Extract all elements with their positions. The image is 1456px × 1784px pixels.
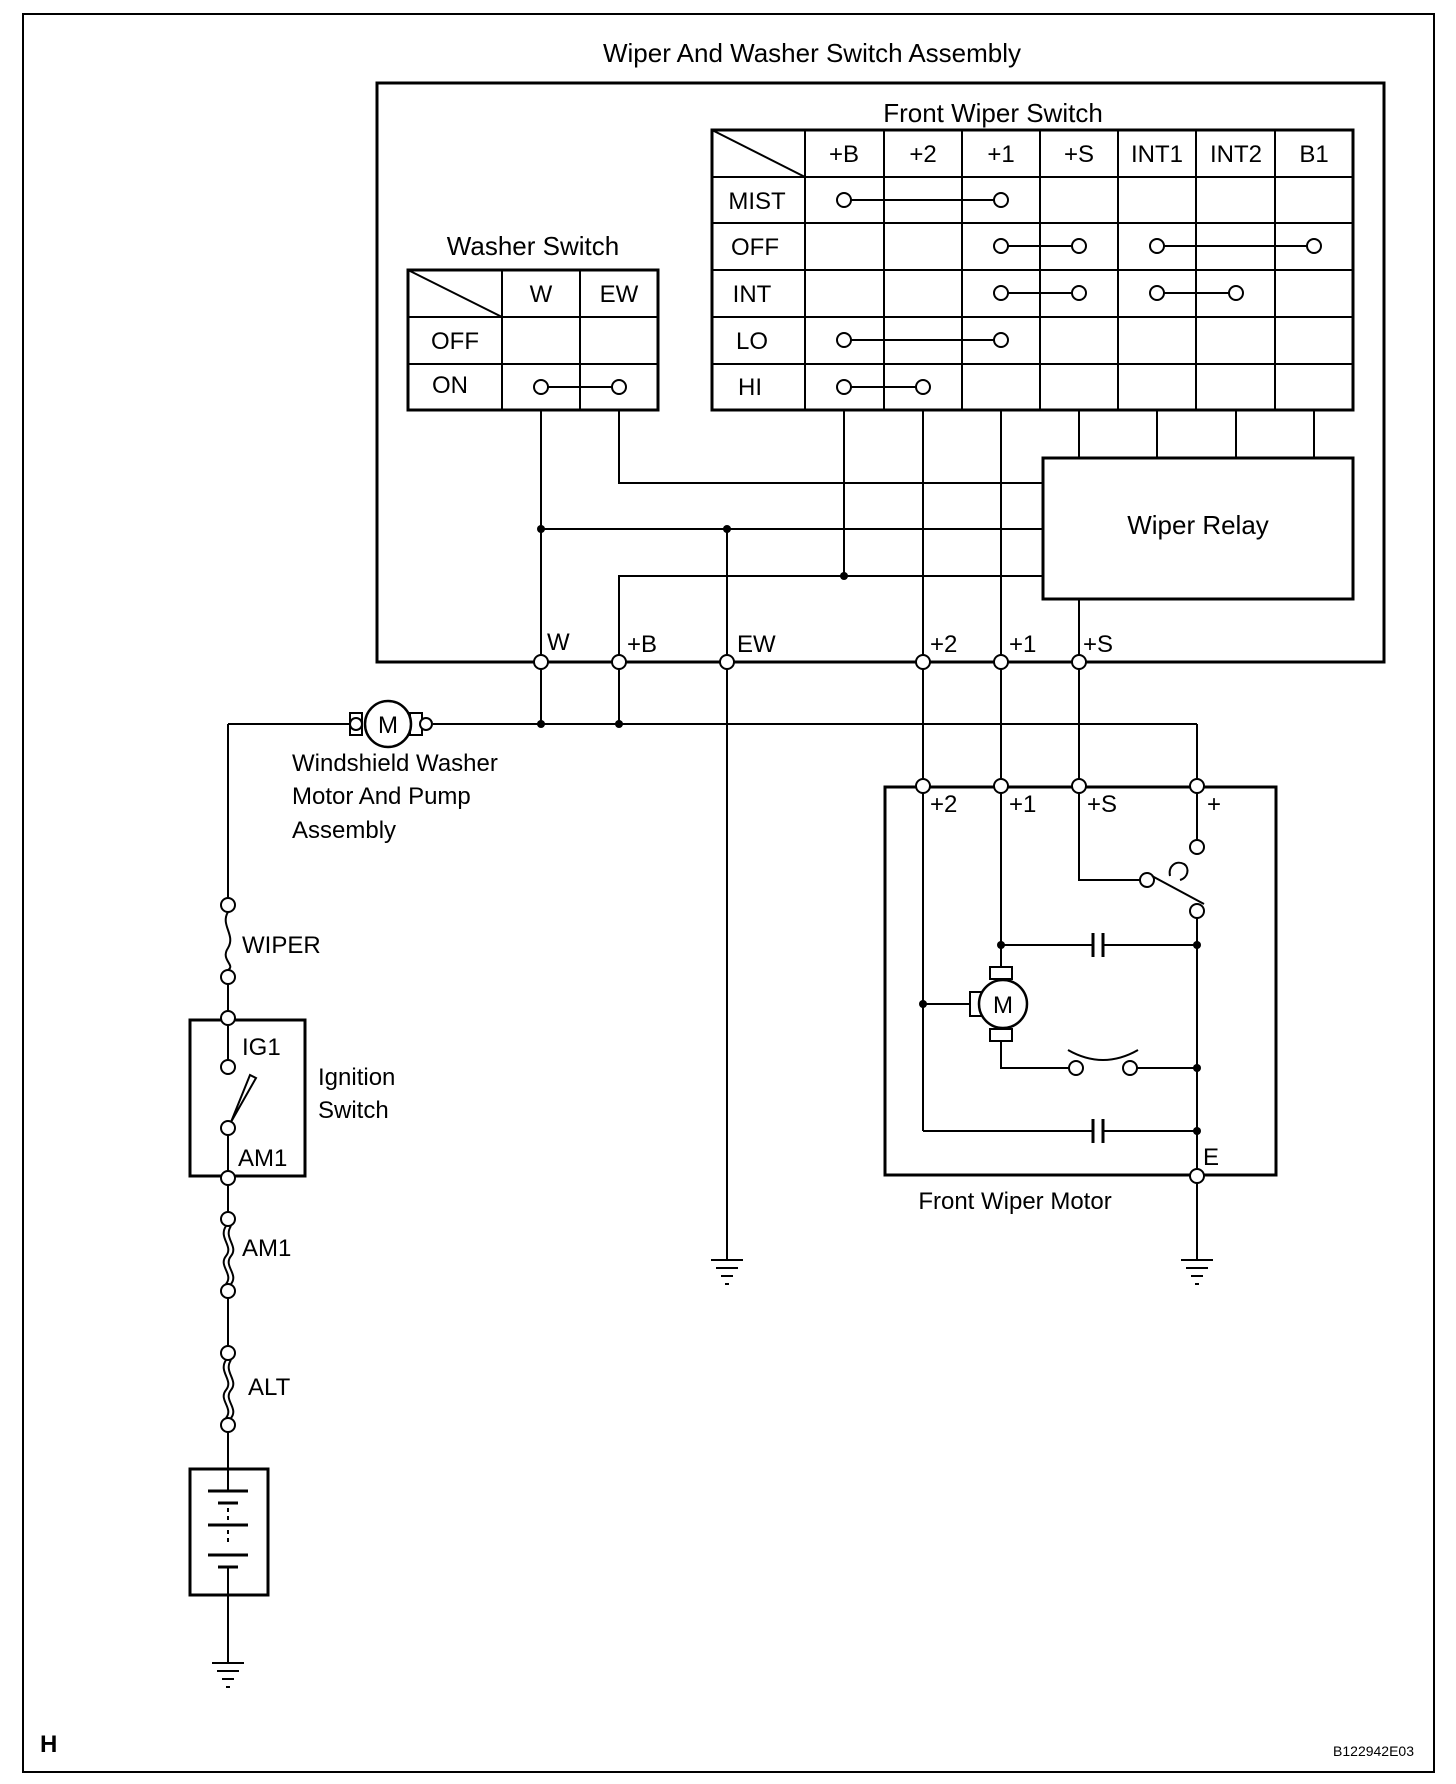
wiper-fuse: WIPER (220, 897, 321, 1011)
row-header: INT (733, 281, 772, 308)
row-header: ON (432, 372, 468, 399)
assembly-connector-terminals: W +B EW +2 +1 +S (533, 629, 1113, 670)
col-header: +2 (909, 141, 936, 168)
am1-fusible-link: AM1 (220, 1185, 291, 1346)
row-header: LO (736, 328, 768, 355)
fuse-label: AM1 (242, 1235, 291, 1262)
ignition-switch-label: Ignition Switch (318, 1064, 395, 1124)
ground-icon-ew (711, 1259, 743, 1285)
motor-symbol-m: M (993, 992, 1013, 1019)
col-header: +B (829, 141, 859, 168)
col-header: EW (600, 281, 639, 308)
terminal-label: +1 (1009, 791, 1036, 818)
row-header: OFF (431, 328, 479, 355)
front-wiper-motor-label: Front Wiper Motor (918, 1188, 1111, 1215)
battery (188, 1467, 270, 1663)
front-wiper-motor-terminals: +2 +1 +S + E (915, 778, 1221, 1184)
terminal-label: +S (1083, 631, 1113, 658)
row-header: OFF (731, 234, 779, 261)
washer-motor: M (349, 699, 433, 749)
ground-icon-motor (1181, 1182, 1213, 1285)
terminal-label: AM1 (238, 1145, 287, 1172)
ignition-switch: IG1 AM1 (188, 1010, 307, 1186)
switch-assembly-box (375, 81, 1386, 664)
assembly-title: Wiper And Washer Switch Assembly (603, 38, 1021, 68)
alt-fusible-link: ALT (220, 1345, 291, 1491)
col-header: +1 (987, 141, 1014, 168)
terminal-label: + (1207, 791, 1221, 818)
col-header: B1 (1299, 141, 1328, 168)
washer-motor-label: Windshield Washer Motor And Pump Assembl… (292, 750, 498, 844)
front-wiper-switch-headers: +B +2 +1 +S INT1 INT2 B1 MIST OFF INT LO… (728, 141, 1328, 401)
washer-switch-table: W EW OFF ON (406, 268, 660, 412)
page-letter: H (40, 1731, 57, 1758)
svg-text:Windshield Washer: Windshield Washer (292, 750, 498, 777)
svg-text:Assembly: Assembly (292, 817, 396, 844)
terminal-label: IG1 (242, 1034, 281, 1061)
wiper-relay-label: Wiper Relay (1127, 510, 1269, 540)
external-wiring (227, 669, 1198, 1260)
terminal-label: E (1203, 1144, 1219, 1171)
terminal-label: W (547, 629, 570, 656)
svg-text:Motor And Pump: Motor And Pump (292, 783, 471, 810)
fuse-label: ALT (248, 1374, 291, 1401)
front-wiper-motor-internals: M (919, 793, 1205, 1169)
washer-switch-title: Washer Switch (447, 231, 619, 261)
ground-icon-battery (212, 1662, 244, 1688)
row-header: MIST (728, 188, 786, 215)
assembly-internal-wiring (537, 410, 1315, 662)
front-wiper-switch-connections (836, 192, 1322, 395)
terminal-label: +2 (930, 631, 957, 658)
front-wiper-switch-title: Front Wiper Switch (883, 98, 1103, 128)
terminal-label: EW (737, 631, 776, 658)
front-wiper-switch-table (710, 128, 1355, 412)
col-header: W (530, 281, 553, 308)
col-header: INT2 (1210, 141, 1262, 168)
page-frame (22, 13, 1435, 1773)
col-header: +S (1064, 141, 1094, 168)
terminal-label: +1 (1009, 631, 1036, 658)
svg-text:Switch: Switch (318, 1097, 389, 1124)
figure-code: B122942E03 (1333, 1743, 1414, 1759)
motor-symbol-m: M (378, 712, 398, 739)
col-header: INT1 (1131, 141, 1183, 168)
front-wiper-motor-box (883, 785, 1278, 1177)
row-header: HI (738, 374, 762, 401)
terminal-label: +2 (930, 791, 957, 818)
terminal-label: +S (1087, 791, 1117, 818)
svg-text:Ignition: Ignition (318, 1064, 395, 1091)
fuse-label: WIPER (242, 932, 321, 959)
terminal-label: +B (627, 631, 657, 658)
